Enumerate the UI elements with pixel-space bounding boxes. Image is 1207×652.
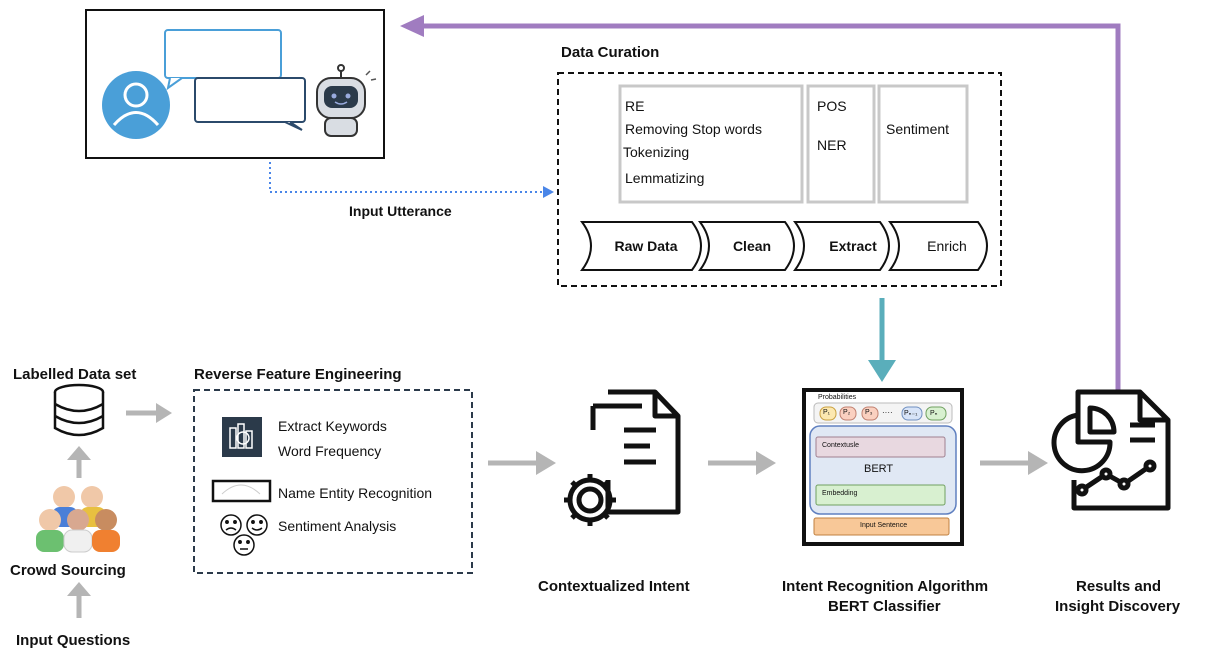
rfe-box bbox=[193, 389, 473, 574]
bert-box bbox=[802, 388, 964, 546]
report-chart-icon bbox=[1051, 389, 1171, 511]
curation-stop-words: Removing Stop words bbox=[625, 121, 762, 137]
bert-probabilities-label: Probabilities bbox=[818, 394, 857, 401]
chevron-extract bbox=[793, 221, 890, 271]
bert-prob-2: P₂ bbox=[843, 409, 851, 416]
input-questions-label: Input Questions bbox=[16, 632, 131, 649]
data-curation-title: Data Curation bbox=[561, 44, 660, 61]
bert-caption-1: Intent Recognition Algorithm bbox=[782, 578, 989, 595]
chevron-enrich bbox=[888, 221, 988, 271]
bert-prob-1: P₁ bbox=[823, 409, 831, 416]
speech-bubble-bot bbox=[194, 77, 306, 131]
bert-caption-2: BERT Classifier bbox=[828, 598, 941, 615]
bert-prob-n: Pₙ bbox=[930, 410, 938, 417]
bert-contextual-label: Contextusle bbox=[822, 442, 859, 449]
input-utterance-arrow bbox=[269, 162, 554, 198]
input-utterance-label: Input Utterance bbox=[349, 203, 452, 219]
rfe-extract-keywords: Extract Keywords bbox=[278, 418, 387, 434]
feedback-arrow bbox=[400, 15, 1121, 390]
gray-arrowheads bbox=[67, 403, 1048, 596]
rfe-ner: Name Entity Recognition bbox=[278, 485, 433, 501]
curation-tokenizing: Tokenizing bbox=[623, 144, 690, 160]
labelled-data-set-label: Labelled Data set bbox=[13, 366, 137, 383]
teal-arrow bbox=[868, 298, 896, 382]
step-extract: Extract bbox=[829, 238, 877, 254]
chat-panel bbox=[85, 9, 385, 159]
data-curation-box bbox=[557, 72, 1002, 287]
pipeline-chevrons bbox=[580, 221, 988, 271]
chevron-clean bbox=[698, 221, 795, 271]
rfe-word-frequency: Word Frequency bbox=[278, 443, 382, 459]
bert-prob-n-1: Pₙ₋₁ bbox=[904, 410, 918, 417]
bert-center-label: BERT bbox=[864, 463, 894, 475]
contextualized-intent-label: Contextualized Intent bbox=[538, 578, 690, 595]
user-avatar-icon bbox=[102, 71, 170, 139]
curation-sentiment: Sentiment bbox=[886, 121, 950, 137]
bert-input-sentence-label: Input Sentence bbox=[860, 522, 908, 529]
gray-arrows bbox=[76, 410, 1030, 618]
robot-icon bbox=[316, 64, 377, 137]
curation-pos: POS bbox=[817, 98, 847, 114]
bert-embedding-label: Embedding bbox=[822, 490, 858, 497]
bert-prob-3: P₃ bbox=[865, 409, 873, 416]
sentiment-faces-icon bbox=[220, 514, 268, 556]
chevron-raw-data bbox=[580, 221, 702, 271]
rfe-sentiment-analysis: Sentiment Analysis bbox=[278, 518, 397, 534]
database-icon bbox=[53, 383, 105, 437]
bert-prob-dots: ···· bbox=[882, 408, 893, 417]
results-caption-1: Results and bbox=[1076, 578, 1162, 595]
results-caption-2: Insight Discovery bbox=[1055, 598, 1181, 615]
document-gear-icon bbox=[564, 389, 681, 526]
crowd-sourcing-label: Crowd Sourcing bbox=[10, 562, 126, 579]
curation-re: RE bbox=[625, 98, 645, 114]
ner-icon bbox=[211, 479, 272, 503]
curation-lemmatizing: Lemmatizing bbox=[625, 170, 705, 186]
keyword-icon bbox=[222, 417, 262, 457]
step-clean: Clean bbox=[732, 238, 772, 254]
step-enrich: Enrich bbox=[927, 238, 967, 254]
crowd-icon bbox=[36, 486, 120, 553]
curation-ner: NER bbox=[817, 137, 847, 153]
step-raw-data: Raw Data bbox=[614, 238, 678, 254]
rfe-title: Reverse Feature Engineering bbox=[194, 366, 402, 383]
